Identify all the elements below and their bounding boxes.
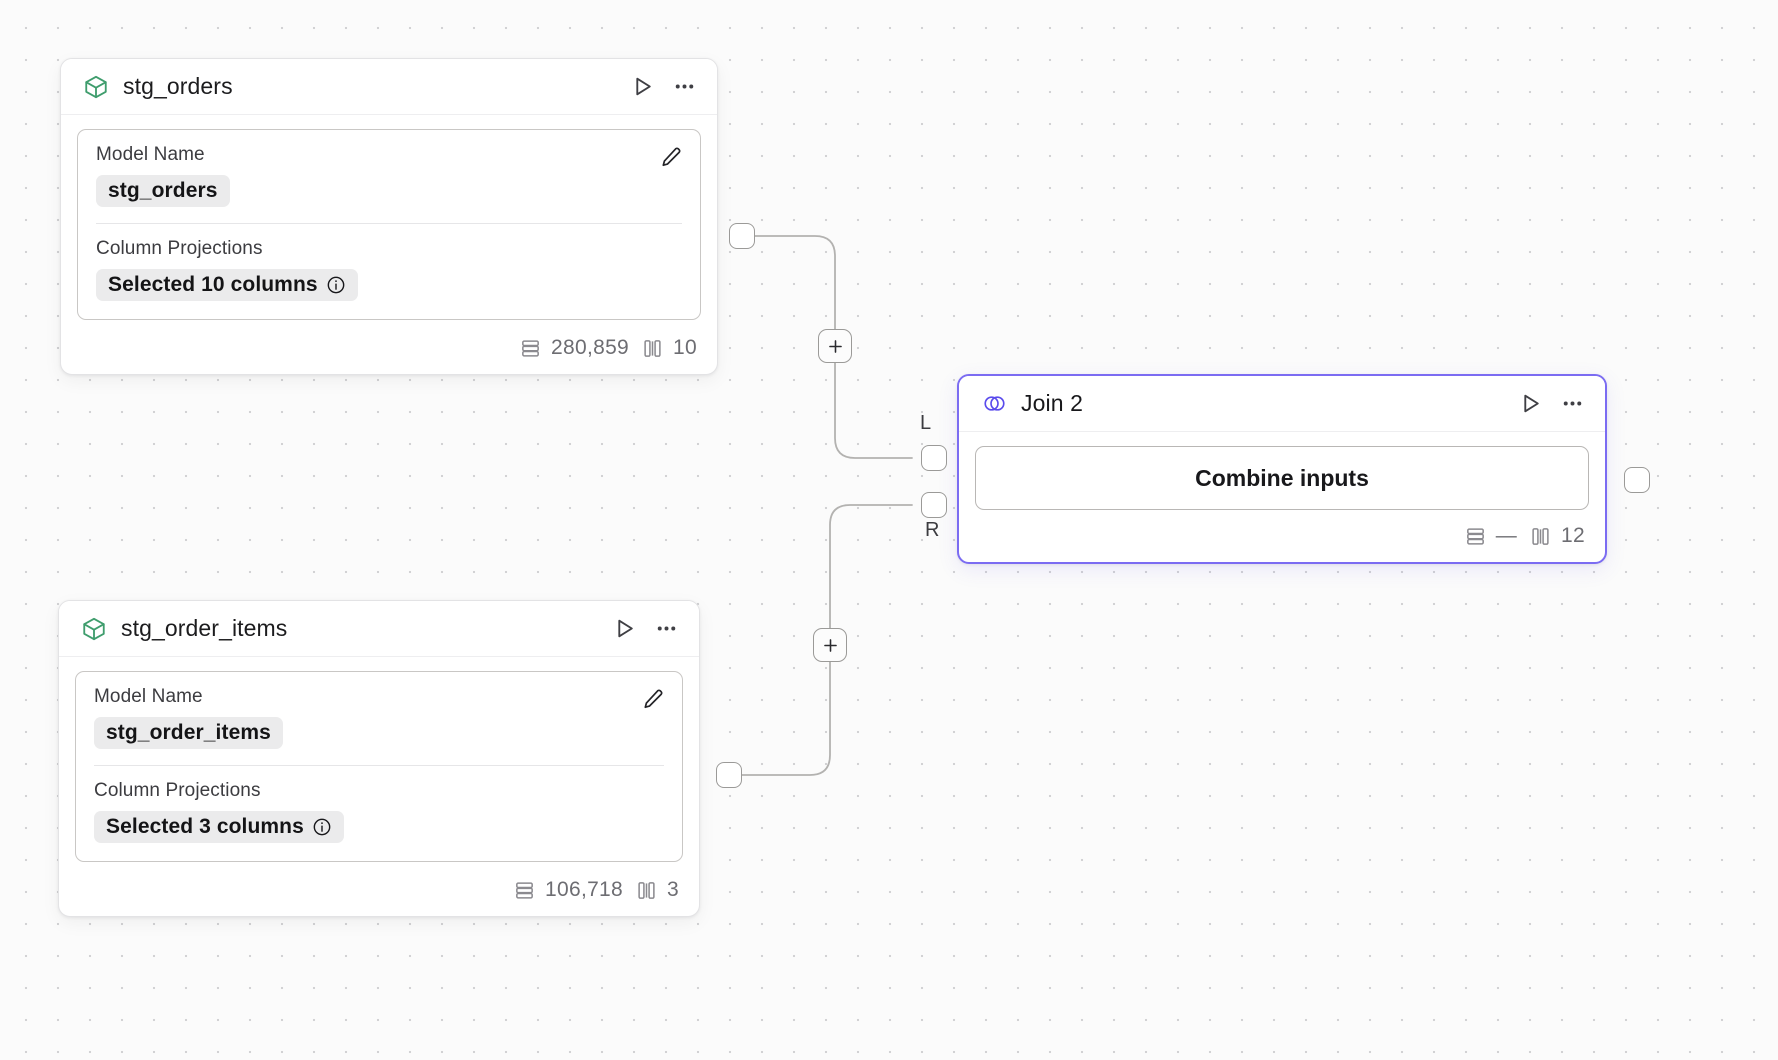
model-name-text: stg_order_items (106, 721, 271, 744)
column-projections-value[interactable]: Selected 3 columns (94, 811, 344, 843)
model-name-label: Model Name (94, 686, 203, 707)
cube-icon (81, 72, 111, 102)
node-join-2[interactable]: Join 2 Combine inputs (957, 374, 1607, 564)
model-name-text: stg_orders (108, 179, 218, 202)
node-title: stg_orders (123, 73, 233, 99)
row-count-stat: 106,718 (513, 878, 623, 902)
more-options-icon[interactable] (1557, 389, 1587, 419)
model-config-panel: Model Name stg_orders Column Projections… (77, 129, 701, 320)
model-name-label: Model Name (96, 144, 205, 165)
node-header: stg_order_items (59, 601, 699, 657)
run-icon[interactable] (627, 72, 657, 102)
edit-icon[interactable] (656, 142, 686, 172)
node-body: Model Name stg_order_items Column Projec… (59, 657, 699, 868)
info-icon[interactable] (312, 817, 332, 837)
row-count-value: 106,718 (545, 878, 624, 901)
model-name-value[interactable]: stg_orders (96, 175, 230, 207)
row-count-stat: 280,859 (519, 336, 629, 360)
input-port-right-join-2[interactable] (921, 492, 947, 518)
columns-icon (1529, 525, 1552, 548)
combine-inputs-button[interactable]: Combine inputs (975, 446, 1589, 510)
run-icon[interactable] (1515, 389, 1545, 419)
node-stg-order-items[interactable]: stg_order_items Model Name (58, 600, 700, 917)
row-count-stat: — (1464, 524, 1517, 548)
node-title: Join 2 (1021, 390, 1083, 416)
column-count-value: 10 (673, 336, 697, 359)
rows-icon (1464, 525, 1487, 548)
node-stg-orders[interactable]: stg_orders Model Name (60, 58, 718, 375)
node-header: stg_orders (61, 59, 717, 115)
panel-divider (94, 765, 664, 766)
node-footer: 106,718 3 (59, 868, 699, 916)
output-port-stg-order-items[interactable] (716, 762, 742, 788)
cube-icon (79, 614, 109, 644)
model-name-value[interactable]: stg_order_items (94, 717, 283, 749)
more-options-icon[interactable] (669, 72, 699, 102)
add-node-on-edge-button-upper[interactable] (818, 329, 852, 363)
columns-icon (641, 337, 664, 360)
columns-icon (635, 879, 658, 902)
column-projections-label: Column Projections (94, 780, 261, 801)
add-node-on-edge-button-lower[interactable] (813, 628, 847, 662)
node-footer: 280,859 10 (61, 326, 717, 374)
column-count-stat: 12 (1529, 524, 1585, 548)
row-count-value: 280,859 (551, 336, 630, 359)
column-count-stat: 3 (635, 878, 679, 902)
panel-divider (96, 223, 682, 224)
input-port-label-left: L (920, 412, 932, 434)
run-icon[interactable] (609, 614, 639, 644)
rows-icon (519, 337, 542, 360)
info-icon[interactable] (326, 275, 346, 295)
output-port-join-2[interactable] (1624, 467, 1650, 493)
node-header: Join 2 (959, 376, 1605, 432)
more-options-icon[interactable] (651, 614, 681, 644)
column-projections-text: Selected 3 columns (106, 815, 304, 838)
edit-icon[interactable] (638, 684, 668, 714)
row-count-value: — (1495, 524, 1518, 547)
rows-icon (513, 879, 536, 902)
plus-icon (823, 638, 837, 652)
model-config-panel: Model Name stg_order_items Column Projec… (75, 671, 683, 862)
plus-icon (828, 339, 842, 353)
node-body: Model Name stg_orders Column Projections… (61, 115, 717, 326)
node-title: stg_order_items (121, 615, 288, 641)
column-count-value: 3 (667, 878, 679, 901)
column-count-stat: 10 (641, 336, 697, 360)
column-projections-text: Selected 10 columns (108, 273, 318, 296)
column-count-value: 12 (1561, 524, 1585, 547)
input-port-label-right: R (925, 519, 940, 541)
input-port-left-join-2[interactable] (921, 445, 947, 471)
venn-icon (979, 389, 1009, 419)
column-projections-value[interactable]: Selected 10 columns (96, 269, 358, 301)
column-projections-label: Column Projections (96, 238, 263, 259)
output-port-stg-orders[interactable] (729, 223, 755, 249)
node-footer: — 12 (959, 514, 1605, 562)
node-body: Combine inputs (959, 432, 1605, 514)
